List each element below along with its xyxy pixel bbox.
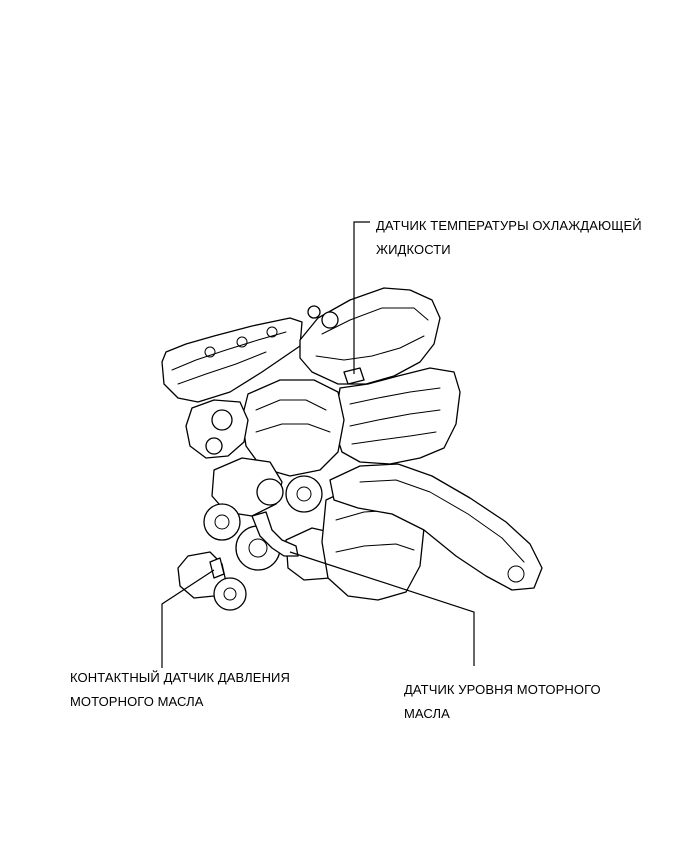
coolant-temperature-sensor-label: ДАТЧИК ТЕМПЕРАТУРЫ ОХЛАЖДАЮЩЕЙ ЖИДКОСТИ <box>376 214 642 262</box>
leader-line-coolant <box>353 221 370 374</box>
coolant-sensor-body <box>343 367 365 385</box>
oil-level-sensor-body <box>251 511 299 557</box>
leader-lines <box>161 221 475 668</box>
oil-pressure-label-line2: МОТОРНОГО МАСЛА <box>70 694 204 709</box>
oil-level-label-line1: ДАТЧИК УРОВНЯ МОТОРНОГО <box>404 682 601 697</box>
engine-illustration <box>161 287 543 611</box>
leader-line-oil-pressure <box>161 569 215 668</box>
leader-line-oil-level <box>289 551 475 666</box>
coolant-label-line1: ДАТЧИК ТЕМПЕРАТУРЫ ОХЛАЖДАЮЩЕЙ <box>376 218 642 233</box>
oil-level-label-line2: МАСЛА <box>404 706 450 721</box>
oil-pressure-label-line1: КОНТАКТНЫЙ ДАТЧИК ДАВЛЕНИЯ <box>70 670 290 685</box>
coolant-label-line2: ЖИДКОСТИ <box>376 242 451 257</box>
oil-level-sensor-label: ДАТЧИК УРОВНЯ МОТОРНОГО МАСЛА <box>404 678 601 726</box>
oil-pressure-switch-body <box>209 557 225 579</box>
oil-pressure-switch-label: КОНТАКТНЫЙ ДАТЧИК ДАВЛЕНИЯ МОТОРНОГО МАС… <box>70 666 290 714</box>
